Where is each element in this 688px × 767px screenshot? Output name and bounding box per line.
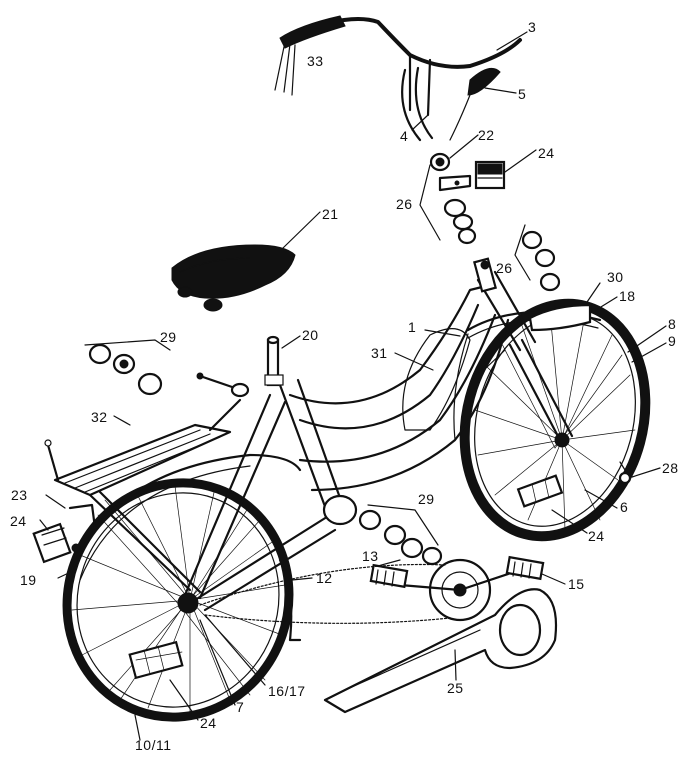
headset-bearings-upper-left — [84, 339, 171, 396]
callout-3: 3 — [528, 19, 537, 35]
callout-29-bottom: 29 — [418, 491, 435, 507]
callout-6: 6 — [620, 499, 629, 515]
callout-13: 13 — [362, 548, 379, 564]
callout-9: 9 — [668, 333, 677, 349]
callout-8: 8 — [668, 316, 677, 332]
callout-16-17: 16/17 — [268, 683, 306, 699]
callout-24-headset: 24 — [538, 145, 555, 161]
callout-33: 33 — [307, 53, 324, 69]
callout-24-rear-reflector: 24 — [10, 513, 27, 529]
fender-mount — [528, 303, 592, 332]
callout-1: 1 — [408, 319, 417, 335]
callout-23: 23 — [11, 487, 28, 503]
callout-7: 7 — [236, 699, 245, 715]
chainwheel-crank — [369, 555, 545, 622]
saddle — [171, 244, 296, 312]
callout-32: 32 — [91, 409, 108, 425]
callout-18: 18 — [619, 288, 636, 304]
callout-24-front-wheel: 24 — [588, 528, 605, 544]
callout-5: 5 — [518, 86, 527, 102]
frame-panel — [402, 328, 471, 431]
callout-26-left: 26 — [396, 196, 413, 212]
callout-20: 20 — [302, 327, 319, 343]
rear-wheel — [62, 478, 294, 722]
seat-post — [264, 335, 284, 387]
front-reflector-bolt — [618, 461, 632, 485]
callout-22: 22 — [478, 127, 495, 143]
rear-reflector — [32, 503, 97, 564]
callout-24-rear-wheel: 24 — [200, 715, 217, 731]
callout-10-11: 10/11 — [135, 737, 172, 753]
callout-2: 2 — [476, 362, 485, 378]
rear-rack — [44, 398, 242, 594]
seat-clamp — [196, 372, 250, 398]
kickstand — [278, 558, 302, 642]
callout-12: 12 — [316, 570, 333, 586]
chain-guard — [323, 588, 558, 714]
callout-21: 21 — [322, 206, 339, 222]
frame — [183, 270, 574, 612]
callout-31: 31 — [371, 345, 388, 361]
bottom-bracket-bearings — [358, 504, 443, 566]
headset-parts — [419, 152, 561, 292]
callout-30: 30 — [607, 269, 624, 285]
handlebar — [274, 15, 522, 142]
front-wheel-reflector — [516, 474, 564, 508]
callout-28: 28 — [662, 460, 679, 476]
callout-26-right: 26 — [496, 260, 513, 276]
rear-wheel-reflector — [128, 640, 184, 680]
rear-wheel-spokes — [71, 485, 286, 713]
stem — [473, 257, 497, 293]
callout-4: 4 — [400, 128, 409, 144]
callout-19: 19 — [20, 572, 37, 588]
rear-fender — [68, 453, 302, 577]
callout-15: 15 — [568, 576, 585, 592]
leader-lines — [39, 31, 667, 741]
callout-25: 25 — [447, 680, 464, 696]
callout-29-top: 29 — [160, 329, 177, 345]
